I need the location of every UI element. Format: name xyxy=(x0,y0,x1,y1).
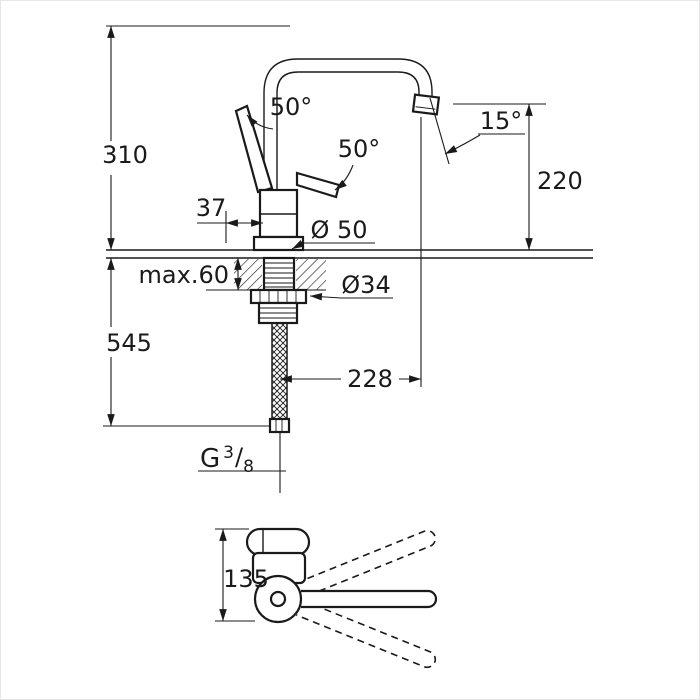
dim-spout-reach: 228 xyxy=(280,117,422,393)
handle-top-view xyxy=(245,527,311,557)
side-view: 310 545 37 Ø 50 max.60 xyxy=(102,25,593,493)
faucet-body xyxy=(234,58,441,493)
dim-outlet-angle-label: 15° xyxy=(480,107,523,135)
top-view: 135 xyxy=(215,527,438,669)
dim-outlet-angle: 15° xyxy=(429,97,525,165)
supply-hose xyxy=(271,322,288,420)
swivel-base-inner-circle xyxy=(269,590,287,608)
spout-inner xyxy=(276,71,420,190)
dim-spout-reach-label: 228 xyxy=(347,365,393,393)
dim-outlet-height-label: 220 xyxy=(537,167,583,195)
mounting-nut xyxy=(249,288,308,305)
dim-base-diameter: Ø 50 xyxy=(291,216,375,250)
dim-deck-thickness-label: max.60 xyxy=(139,261,229,289)
dim-hole-diameter: Ø34 xyxy=(309,271,393,301)
swivel-arm-dashed-upper xyxy=(296,529,437,599)
counter-deck xyxy=(106,249,593,291)
dim-handle-reach-label: 37 xyxy=(196,194,227,222)
dim-height-above-deck-label: 310 xyxy=(102,141,148,169)
dim-height-below-deck-label: 545 xyxy=(106,329,152,357)
dim-handle-angle-secondary-label: 50° xyxy=(338,135,381,163)
counter-hatch-right xyxy=(296,259,326,290)
dim-top-view-height: 135 xyxy=(215,528,269,622)
dim-deck-thickness: max.60 xyxy=(139,258,242,290)
dim-height-below-deck: 545 xyxy=(103,258,269,427)
tailpiece xyxy=(257,301,299,325)
hose-connector xyxy=(268,417,291,493)
handle-lever-closed xyxy=(295,171,341,199)
spout-outer xyxy=(263,58,433,190)
dim-handle-reach: 37 xyxy=(196,194,263,243)
swivel-arm-dashed-lower xyxy=(296,599,437,669)
dim-outlet-height: 220 xyxy=(453,103,583,250)
dim-handle-angle-label: 50° xyxy=(270,93,313,121)
dim-hole-diameter-label: Ø34 xyxy=(341,271,390,299)
spout-arm-top-view xyxy=(301,589,438,609)
dim-top-view-height-label: 135 xyxy=(223,565,269,593)
dim-base-diameter-label: Ø 50 xyxy=(310,216,367,244)
base-flange xyxy=(252,235,305,252)
dim-handle-angle: 50° xyxy=(246,93,313,130)
dim-handle-angle-secondary: 50° xyxy=(334,135,381,191)
threaded-shank xyxy=(262,256,296,292)
dim-height-above-deck: 310 xyxy=(102,25,290,250)
spout-outlet xyxy=(411,93,441,116)
handle-lever-raised xyxy=(234,104,274,194)
